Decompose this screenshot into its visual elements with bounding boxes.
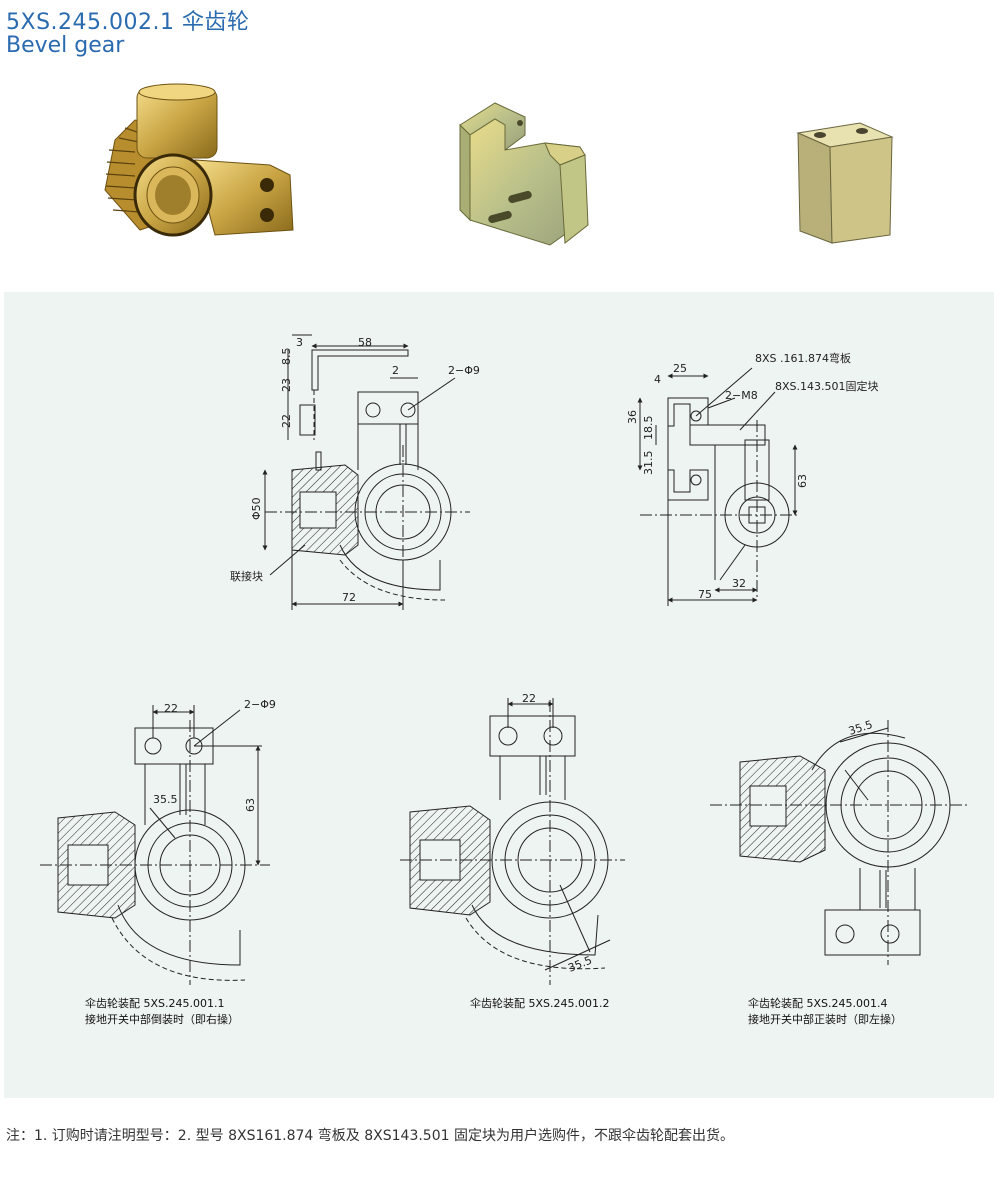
dim-18-5: 18.5 <box>642 416 655 441</box>
drawing-3-labels: 22 2−Φ9 35.5 63 <box>153 698 276 812</box>
caption-3-line-1: 伞齿轮装配 5XS.245.001.4 <box>748 997 888 1010</box>
caption-1-line-1: 伞齿轮装配 5XS.245.001.1 <box>85 997 225 1010</box>
dim-58: 58 <box>358 336 372 349</box>
assembly-caption-3: 伞齿轮装配 5XS.245.001.4 接地开关中部正装时（即左操） <box>748 996 902 1028</box>
dim-4: 4 <box>654 373 661 386</box>
dim-22: 22 <box>164 702 178 715</box>
dim-8-5: 8.5 <box>280 348 293 366</box>
hole-spec: 2−Φ9 <box>244 698 276 711</box>
dim-23: 23 <box>280 378 293 392</box>
dim-dia50: Φ50 <box>250 497 263 520</box>
bent-plate-label: 8XS .161.874弯板 <box>755 351 851 365</box>
dim-25: 25 <box>673 362 687 375</box>
dim-36: 36 <box>626 410 639 424</box>
connector-block-label: 联接块 <box>230 570 263 583</box>
dim-75: 75 <box>698 588 712 601</box>
fixed-block-label: 8XS.143.501固定块 <box>775 379 879 393</box>
product-english-title: Bevel gear <box>6 33 125 58</box>
fixed-block-photo <box>796 122 894 244</box>
dim-35-5: 35.5 <box>847 718 874 738</box>
order-note: 注：1. 订购时请注明型号：2. 型号 8XS161.874 弯板及 8XS14… <box>6 1128 734 1144</box>
dim-2: 2 <box>392 364 399 377</box>
bent-plate-photo <box>459 102 589 246</box>
drawing-2-labels: 8XS .161.874弯板 8XS.143.501固定块 2−M8 25 4 … <box>626 351 879 601</box>
dim-31-5: 31.5 <box>642 451 655 476</box>
caption-2-line-1: 伞齿轮装配 5XS.245.001.2 <box>470 997 610 1010</box>
dim-32: 32 <box>732 577 746 590</box>
technical-drawing-panel <box>4 292 994 1098</box>
drawing-3 <box>40 705 270 985</box>
caption-3-line-2: 接地开关中部正装时（即左操） <box>748 1013 902 1026</box>
dim-63: 63 <box>244 798 257 812</box>
assembly-caption-2: 伞齿轮装配 5XS.245.001.2 <box>470 996 610 1012</box>
dim-3: 3 <box>296 336 303 349</box>
thread-spec: 2−M8 <box>725 389 758 402</box>
dim-22: 22 <box>280 414 293 428</box>
dim-35-5: 35.5 <box>153 793 178 806</box>
drawing-1-labels: 3 58 8.5 23 22 2 2−Φ9 Φ50 72 联接块 <box>230 336 480 604</box>
drawing-2 <box>637 367 800 606</box>
caption-1-line-2: 接地开关中部倒装时（即右操） <box>85 1013 239 1026</box>
dim-22: 22 <box>522 692 536 705</box>
dim-35-5: 35.5 <box>566 954 594 975</box>
dim-72: 72 <box>342 591 356 604</box>
product-code-title: 5XS.245.002.1 伞齿轮 <box>6 10 250 35</box>
assembly-caption-1: 伞齿轮装配 5XS.245.001.1 接地开关中部倒装时（即右操） <box>85 996 239 1028</box>
hole-spec: 2−Φ9 <box>448 364 480 377</box>
dim-63: 63 <box>796 474 809 488</box>
bevel-gear-photo <box>104 83 294 237</box>
drawing-1 <box>262 334 470 610</box>
drawing-5-labels: 35.5 <box>847 718 874 738</box>
drawing-4 <box>400 698 625 985</box>
drawing-5 <box>710 720 970 965</box>
